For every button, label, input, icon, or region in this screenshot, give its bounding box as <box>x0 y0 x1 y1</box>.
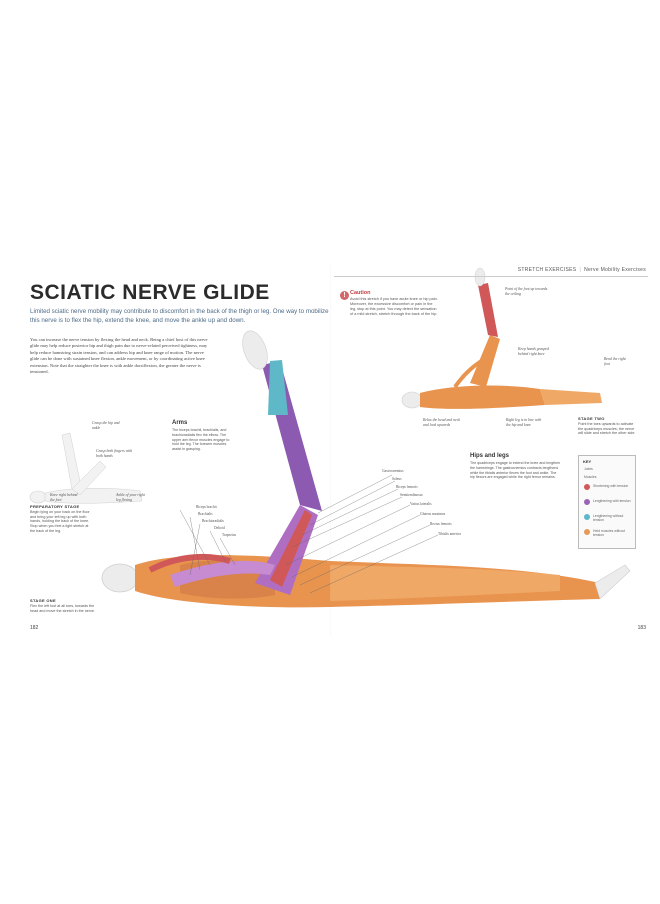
label-tibialis-anterior: Tibialis anterior <box>438 532 461 536</box>
note-knee: Knee right behind the foot <box>50 493 78 502</box>
hips-title: Hips and legs <box>470 453 510 459</box>
label-semitendinosus: Semitendinosus <box>400 493 423 497</box>
running-header: STRETCH EXERCISES|Nerve Mobility Exercis… <box>517 267 646 273</box>
prep-stage-title: PREPARATORY STAGE <box>30 504 80 509</box>
arms-text: The biceps brachii, brachialis, and brac… <box>172 428 230 452</box>
color-key: KEY Joints Muscles Shortening with tensi… <box>578 455 636 549</box>
body-text: You can increase the nerve tension by fl… <box>30 337 208 375</box>
stage-one-text: Flex the left foot at all toes, towards … <box>30 603 95 613</box>
note-foot: Bend the right foot <box>604 357 626 366</box>
caution-box: ! Caution Avoid this stretch if you have… <box>340 290 438 317</box>
caution-text: Avoid this stretch if you have acute kne… <box>350 297 438 316</box>
label-soleus: Soleus <box>392 477 402 481</box>
main-figure <box>101 330 631 608</box>
header-section: STRETCH EXERCISES <box>517 267 577 273</box>
note-hands: Keep hands grasped behind right knee <box>518 347 550 356</box>
stage-two-block: STAGE TWO Point the toes upwards to acti… <box>578 416 636 436</box>
page-title: SCIATIC NERVE GLIDE <box>30 281 270 304</box>
leader-lines <box>179 474 439 594</box>
label-brachialis: Brachialis <box>198 512 213 516</box>
note-head: Relax the head and neck and look upwards <box>423 418 461 427</box>
prep-stage-figure <box>29 432 143 504</box>
key-swatch <box>583 514 590 520</box>
label-gluteus-maximus: Gluteus maximus <box>420 512 446 516</box>
stage-one-title: STAGE ONE <box>30 598 56 603</box>
caution-title: Caution <box>350 290 371 296</box>
key-muscles: Muscles <box>584 475 597 479</box>
key-swatch <box>583 484 590 490</box>
stage-two-title: STAGE TWO <box>578 416 605 421</box>
note-ankle: Ankle of your right leg flexing <box>116 493 145 502</box>
note-grasp-fingers: Grasp both fingers with both hands <box>96 449 133 458</box>
page-number-right: 183 <box>637 625 646 631</box>
label-deltoid: Deltoid <box>214 526 225 530</box>
key-swatch <box>583 529 590 535</box>
label-biceps-femoris: Biceps femoris <box>396 485 418 489</box>
key-title: KEY <box>583 459 592 464</box>
stage-one-block: STAGE ONE Flex the left foot at all toes… <box>30 598 96 613</box>
hips-text: The quadriceps engage to extend the knee… <box>470 461 561 480</box>
stage-two-text: Point the toes upwards to activate the q… <box>578 421 636 436</box>
header-rule <box>334 276 648 277</box>
prep-stage-block: PREPARATORY STAGE Begin lying on your ba… <box>30 504 90 534</box>
label-brachioradialis: Brachioradialis <box>202 519 224 523</box>
key-joints: Joints <box>584 467 593 471</box>
stage-two-figure <box>401 267 602 409</box>
note-toes: Point of the foot up towards the ceiling <box>505 287 548 296</box>
warning-icon: ! <box>340 291 349 300</box>
arms-title: Arms <box>172 420 188 426</box>
note-leg-line: Right leg is in line with the hip and kn… <box>506 418 542 427</box>
intro-text: Limited sciatic nerve mobility may contr… <box>30 308 329 324</box>
book-spread: STRETCH EXERCISES|Nerve Mobility Exercis… <box>0 265 660 637</box>
note-grasp-hip: Grasp the hip and ankle <box>92 421 120 430</box>
label-trapezius: Trapezius <box>222 533 237 537</box>
label-rectus-femoris: Rectus femoris <box>430 522 452 526</box>
label-biceps-brachii: Biceps brachii <box>196 505 217 509</box>
header-subsection: Nerve Mobility Exercises <box>584 267 646 273</box>
gutter-shadow <box>330 265 331 637</box>
prep-stage-text: Begin lying on your back on the floor an… <box>30 509 90 533</box>
key-swatch <box>583 499 590 505</box>
anatomy-illustrations <box>29 267 631 608</box>
label-vastus-lateralis: Vastus lateralis <box>410 502 432 506</box>
page-number-left: 182 <box>30 625 39 631</box>
label-gastrocnemius: Gastrocnemius <box>382 469 404 473</box>
